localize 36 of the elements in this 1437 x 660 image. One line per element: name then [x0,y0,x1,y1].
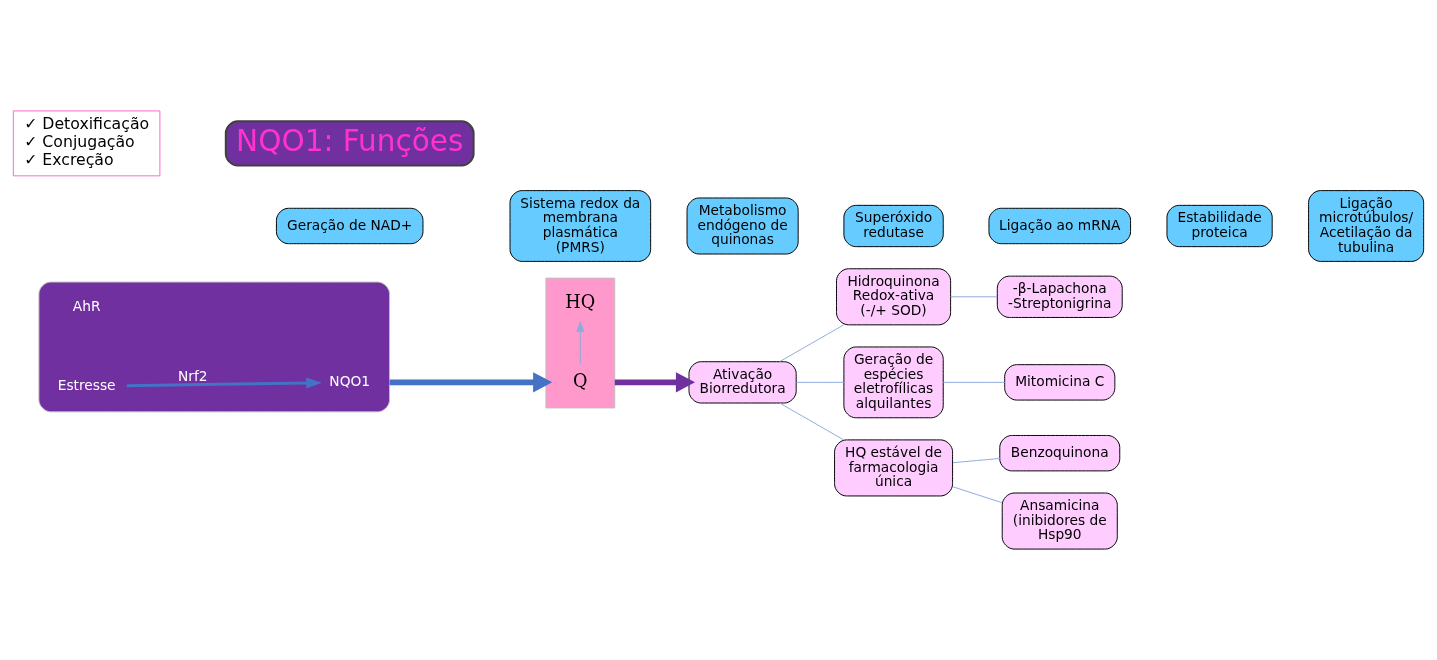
connector [779,324,845,363]
node-box: -β-Lapachona -Streptonigrina [996,275,1123,318]
node-box: Estabilidade proteica [1166,204,1273,248]
edge-label: Nrf2 [178,367,208,384]
arrow [126,377,322,389]
node-box: Ativação Biorredutora [688,361,797,404]
connector [942,381,1006,383]
connector [796,381,845,383]
connector [779,402,845,441]
cluster [38,281,390,413]
arrow [389,372,553,393]
node-box: Ansamicina (inibidores de Hsp90 [1001,492,1118,550]
node-text: HQ [565,292,596,313]
node-box: Geração de NAD+ [275,207,424,245]
node-text: NQO1 [329,373,371,390]
node-box: Sistema redox da membrana plasmática (PMRS) [509,190,652,262]
node-box: HQ estável de farmacologia única [834,439,954,497]
node-box: Mitomicina C [1004,364,1116,401]
connector [952,486,1003,504]
node-box: NQO1: Funções [224,120,475,167]
arrow [576,321,585,366]
node-box: Metabolismo endógeno de quinonas [686,197,799,255]
cluster [545,277,616,409]
node-box: Hidroquinona Redox-ativa (-/+ SOD) [836,268,952,326]
node-text: Estresse [57,376,116,393]
connector [952,458,1001,464]
arrow [614,372,696,393]
node-box: Geração de espécies eletrofílicas alquilantes [843,346,944,419]
connector [950,296,998,298]
node-box: Ligação microtúbulos/ Acetilação da tubulina [1308,190,1425,262]
node-text: Q [573,370,588,391]
node-box: Superóxido redutase [843,204,944,248]
node-box: Benzoquinona [999,435,1121,472]
node-box: Ligação ao mRNA [988,207,1132,245]
label: AhR [72,298,101,315]
node-box: ✓ Detoxificação ✓ Conjugação ✓ Excreção [12,110,161,177]
